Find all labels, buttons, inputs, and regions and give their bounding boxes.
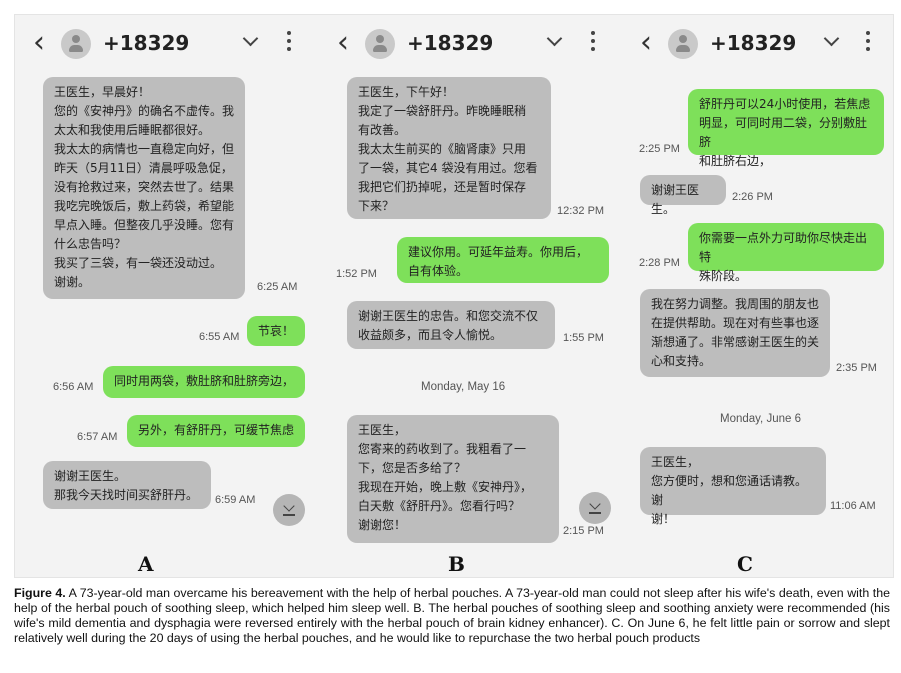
- message-time: 2:28 PM: [639, 257, 680, 269]
- day-separator: Monday, May 16: [421, 381, 506, 393]
- message-time: 6:55 AM: [199, 331, 240, 343]
- panel-b: ‹ +18329 王医生，下午好！ 我定了一袋舒肝丹。昨晚睡眠稍 有改善。 我太…: [333, 15, 619, 545]
- message-bubble-received: 王医生，早晨好！ 您的《安神丹》的确名不虚传。我 太太和我使用后睡眠都很好。 我…: [43, 77, 245, 299]
- message-bubble-received: 王医生， 您寄来的药收到了。我粗看了一 下，您是否多给了？ 我现在开始，晚上敷《…: [347, 415, 559, 543]
- more-options-icon[interactable]: [866, 31, 870, 53]
- chevron-down-icon[interactable]: [242, 30, 259, 47]
- avatar-icon[interactable]: [61, 29, 91, 59]
- message-time: 1:55 PM: [563, 332, 604, 344]
- message-time: 2:15 PM: [563, 525, 604, 537]
- message-bubble-sent: 同时用两袋，敷肚脐和肚脐旁边，: [103, 366, 305, 398]
- panel-a: ‹ +18329 王医生，早晨好！ 您的《安神丹》的确名不虚传。我 太太和我使用…: [29, 15, 315, 545]
- contact-name: +18329: [103, 31, 190, 55]
- message-time: 6:59 AM: [215, 494, 256, 506]
- message-bubble-received: 谢谢王医生。: [640, 175, 726, 216]
- message-time: 2:25 PM: [639, 143, 680, 155]
- figure-caption-text: A 73-year-old man overcame his bereaveme…: [14, 586, 891, 645]
- panel-label-c: C: [737, 552, 753, 576]
- message-bubble-sent: 另外，有舒肝丹，可缓节焦虑: [127, 415, 305, 447]
- panel-label-b: B: [448, 552, 465, 576]
- message-bubble-received: 我在努力调整。我周围的朋友也 在提供帮助。现在对有些事也逐 渐想通了。非常感谢王…: [640, 289, 830, 377]
- message-time: 1:52 PM: [336, 268, 377, 280]
- figure-caption: Figure 4. A 73-year-old man overcame his…: [14, 586, 890, 646]
- scroll-to-bottom-icon[interactable]: [579, 492, 611, 524]
- message-bubble-received: 谢谢王医生。 那我今天找时间买舒肝丹。: [43, 461, 211, 509]
- more-options-icon[interactable]: [287, 31, 291, 53]
- message-time: 6:25 AM: [257, 281, 298, 293]
- figure-caption-label: Figure 4.: [14, 586, 66, 600]
- avatar-icon[interactable]: [668, 29, 698, 59]
- chat-header: ‹ +18329: [333, 23, 619, 67]
- scroll-to-bottom-icon[interactable]: [273, 494, 305, 526]
- message-bubble-received: 王医生， 您方便时，想和您通话请教。谢 谢！: [640, 447, 826, 526]
- figure: ‹ +18329 王医生，早晨好！ 您的《安神丹》的确名不虚传。我 太太和我使用…: [14, 14, 894, 578]
- contact-name: +18329: [407, 31, 494, 55]
- back-arrow-icon[interactable]: ‹: [33, 25, 45, 60]
- panel-c: ‹ +18329 2:25 PM 舒肝丹可以24小时使用，若焦虑 明显，可同时用…: [636, 15, 898, 545]
- chat-header: ‹ +18329: [29, 23, 315, 67]
- avatar-icon[interactable]: [365, 29, 395, 59]
- message-bubble-received: 谢谢王医生的忠告。和您交流不仅 收益颇多，而且令人愉悦。: [347, 301, 555, 349]
- message-time: 2:35 PM: [836, 362, 877, 374]
- more-options-icon[interactable]: [591, 31, 595, 53]
- message-time: 6:56 AM: [53, 381, 94, 393]
- chat-header: ‹ +18329: [636, 23, 898, 67]
- contact-name: +18329: [710, 31, 797, 55]
- message-bubble-sent: 你需要一点外力可助你尽快走出特 殊阶段。: [688, 223, 884, 283]
- message-bubble-sent: 节哀！: [247, 316, 305, 346]
- message-time: 11:06 AM: [830, 500, 876, 512]
- back-arrow-icon[interactable]: ‹: [640, 25, 652, 60]
- panel-label-a: A: [138, 552, 154, 576]
- message-time: 6:57 AM: [77, 431, 118, 443]
- day-separator: Monday, June 6: [720, 413, 801, 425]
- chevron-down-icon[interactable]: [546, 30, 563, 47]
- message-time: 2:26 PM: [732, 191, 773, 203]
- chevron-down-icon[interactable]: [823, 30, 840, 47]
- message-time: 12:32 PM: [557, 205, 605, 217]
- back-arrow-icon[interactable]: ‹: [337, 25, 349, 60]
- message-bubble-sent: 建议你用。可延年益寿。你用后， 自有体验。: [397, 237, 609, 283]
- message-bubble-sent: 舒肝丹可以24小时使用，若焦虑 明显，可同时用二袋，分别敷肚脐 和肚脐右边，: [688, 89, 884, 168]
- message-bubble-received: 王医生，下午好！ 我定了一袋舒肝丹。昨晚睡眠稍 有改善。 我太太生前买的《脑肾康…: [347, 77, 551, 219]
